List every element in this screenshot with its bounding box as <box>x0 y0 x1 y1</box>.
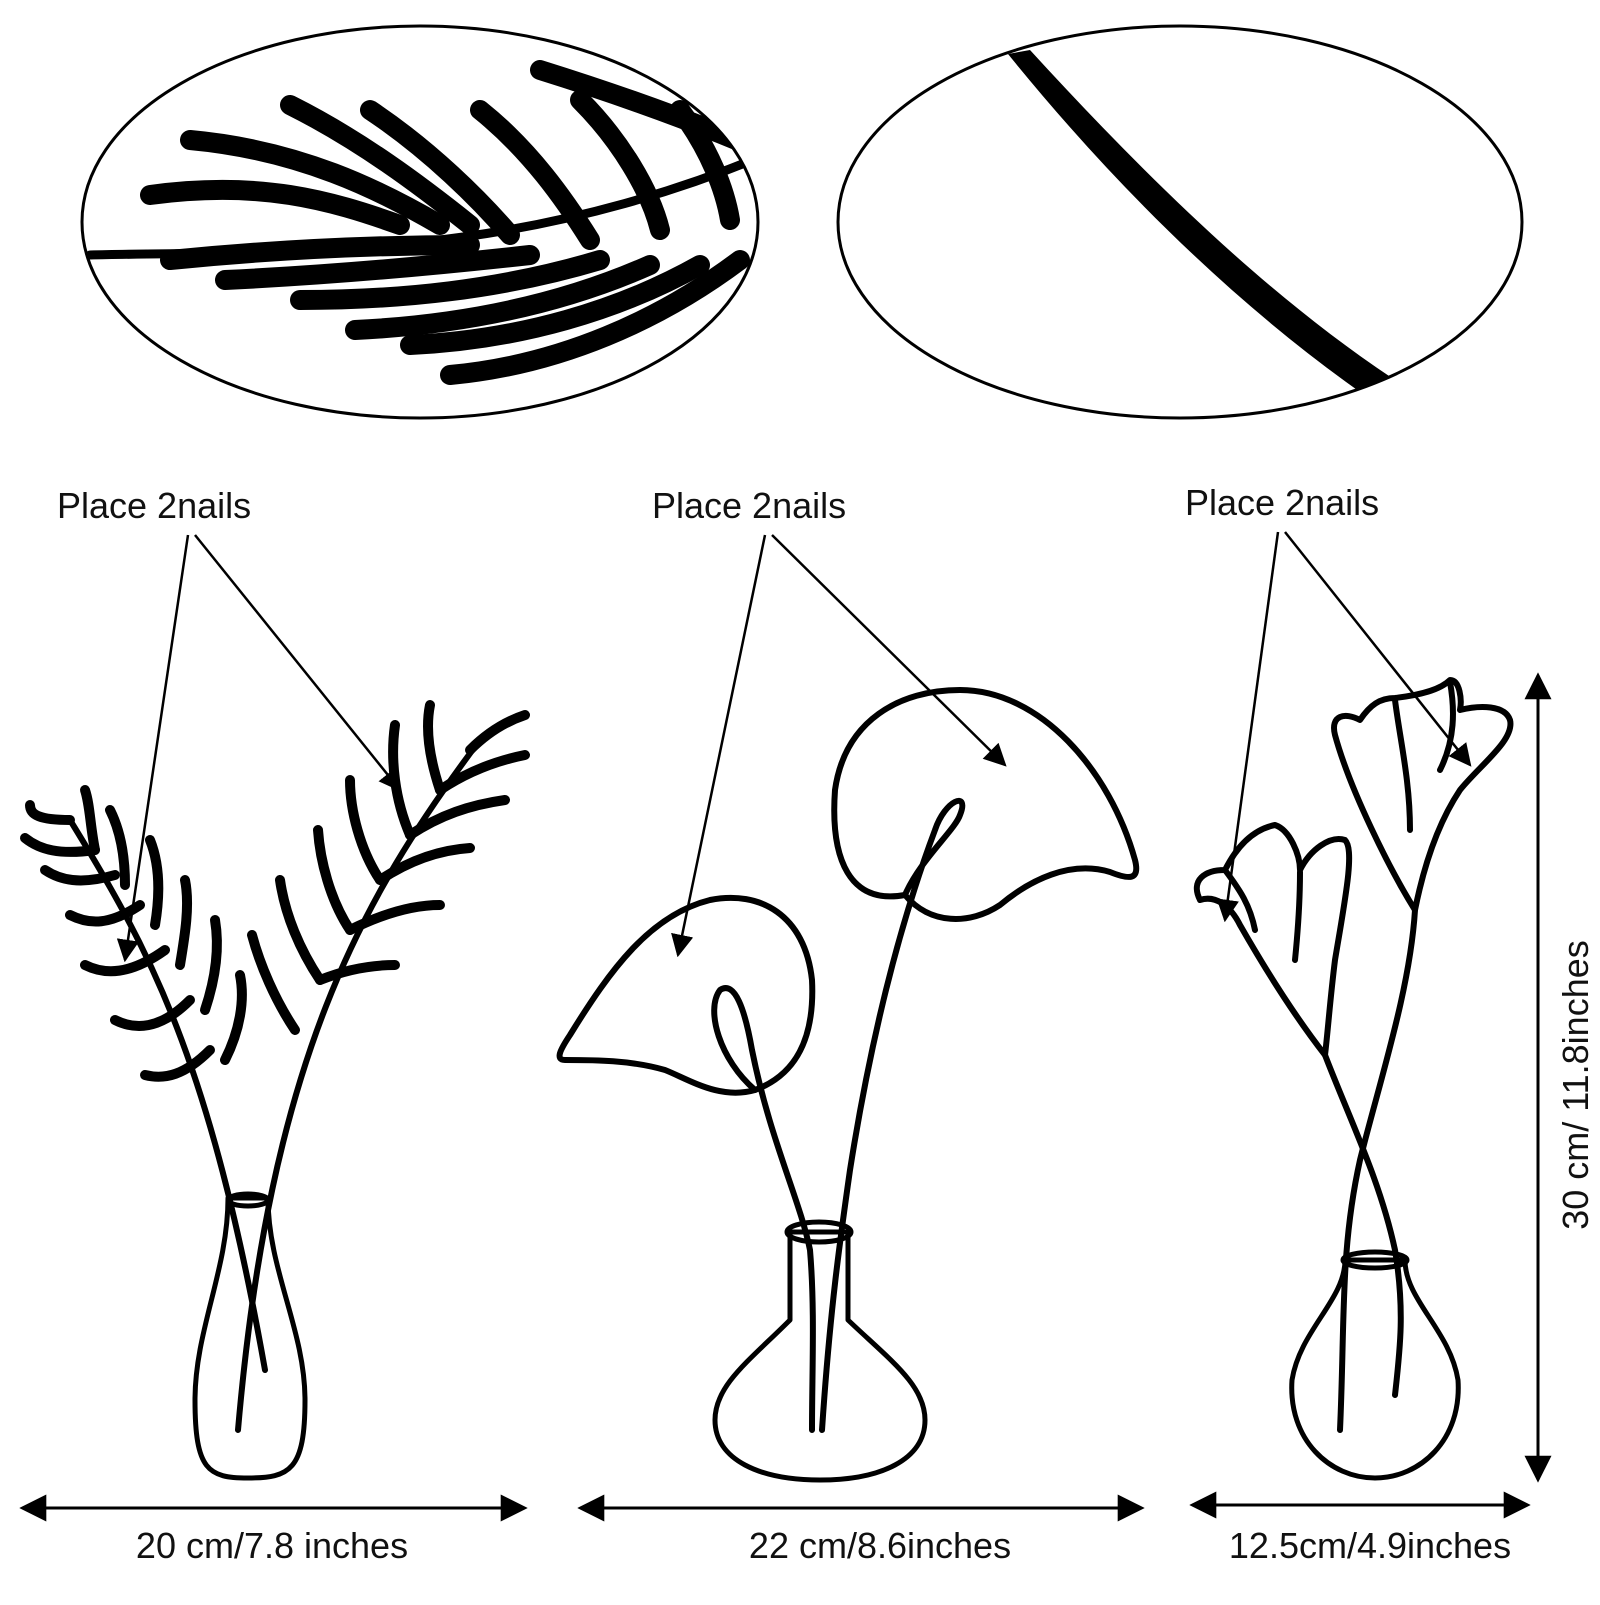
metal-rod-closeup-icon <box>836 24 1524 420</box>
nail-arrow-tulip-1 <box>1216 531 1280 923</box>
palm-leaflet <box>570 90 670 240</box>
callout-label-palm: Place 2nails <box>57 485 251 526</box>
palm-in-vase-icon <box>20 700 530 1481</box>
palm-leaflet <box>360 100 520 245</box>
palm-leaflet <box>470 100 600 250</box>
palm-leaflet <box>400 255 710 355</box>
palm-leaflet <box>215 245 540 290</box>
callout-label-calla: Place 2nails <box>652 485 846 526</box>
width-label-palm: 20 cm/7.8 inches <box>136 1525 408 1566</box>
palm-leaf-closeup-icon <box>80 24 760 420</box>
callout-label-tulip: Place 2nails <box>1185 482 1379 523</box>
nail-arrow-palm-1 <box>116 534 190 963</box>
nail-arrow-calla-1 <box>671 534 767 958</box>
nail-arrow-tulip-2 <box>1284 531 1472 767</box>
width-label-calla: 22 cm/8.6inches <box>749 1525 1011 1566</box>
palm-leaflet <box>140 179 410 235</box>
palm-leaflet <box>290 250 610 310</box>
tulip-in-vase-icon <box>1193 677 1514 1481</box>
palm-leaflet <box>180 130 450 235</box>
palm-leaflet <box>280 95 480 235</box>
palm-leaflet <box>160 235 480 270</box>
palm-leaflet <box>440 250 750 385</box>
palm-leaflet <box>345 255 660 340</box>
nail-arrow-palm-2 <box>194 534 402 792</box>
calla-lily-in-vase-icon <box>556 687 1140 1483</box>
height-label: 30 cm/ 11.8inches <box>1555 940 1596 1230</box>
width-label-tulip: 12.5cm/4.9inches <box>1229 1525 1511 1566</box>
nail-arrow-calla-2 <box>771 534 1007 767</box>
